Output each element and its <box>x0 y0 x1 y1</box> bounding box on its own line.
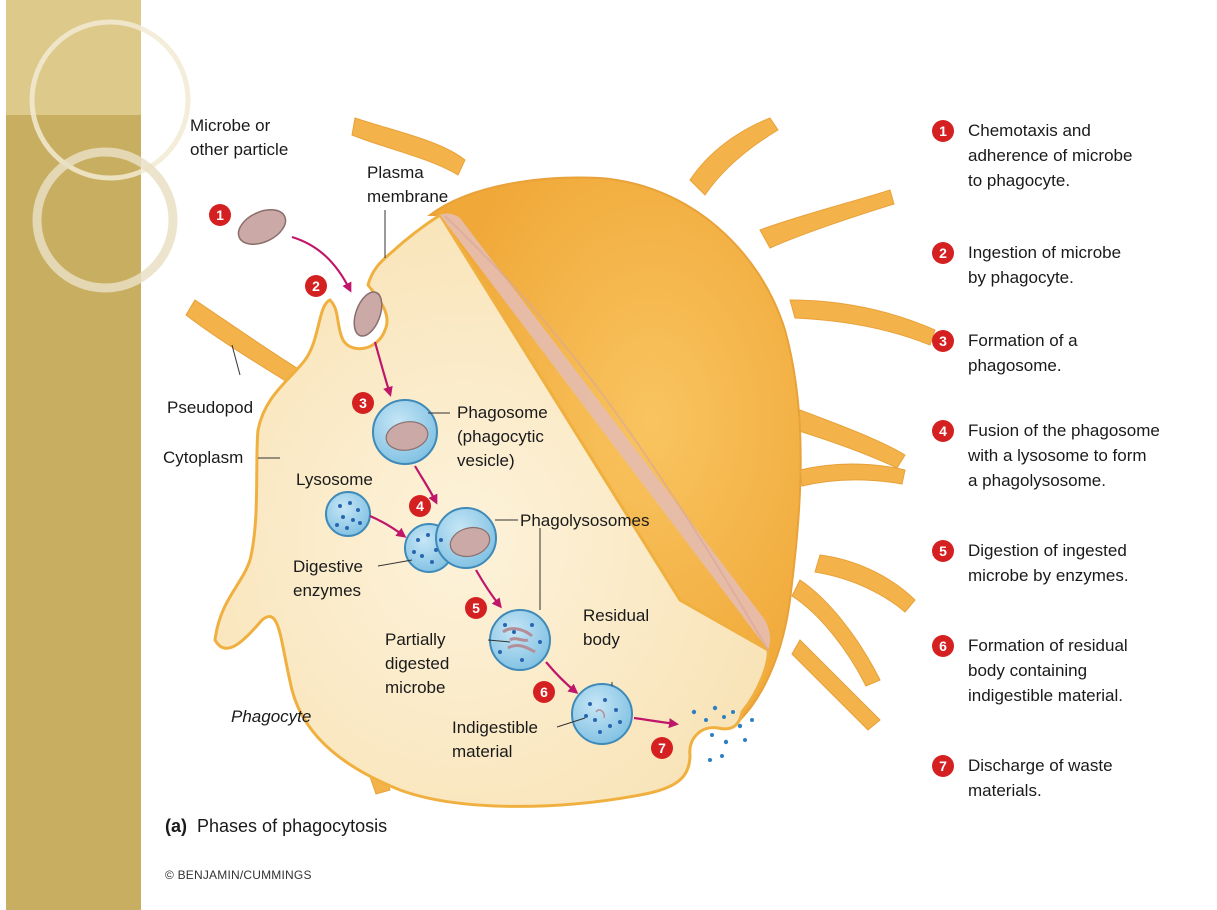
marker-3: 3 <box>359 395 367 411</box>
residual-body <box>572 684 632 744</box>
marker-6: 6 <box>540 684 548 700</box>
microbe-particle <box>233 203 291 251</box>
step-description: Fusion of the phagosome with a lysosome … <box>968 418 1200 493</box>
step-description: Chemotaxis and adherence of microbe to p… <box>968 118 1200 193</box>
caption-prefix: (a) <box>165 816 187 836</box>
step-description: Discharge of waste materials. <box>968 753 1200 803</box>
label-cytoplasm: Cytoplasm <box>163 448 243 467</box>
step-number-badge: 4 <box>932 420 954 442</box>
step-description: Formation of residual body containing in… <box>968 633 1200 708</box>
step-number-badge: 2 <box>932 242 954 264</box>
marker-4: 4 <box>416 498 424 514</box>
caption-text: Phases of phagocytosis <box>197 816 387 836</box>
marker-5: 5 <box>472 600 480 616</box>
decorative-rings <box>32 22 188 288</box>
step-number-badge: 3 <box>932 330 954 352</box>
label-phagocyte: Phagocyte <box>231 707 311 726</box>
step-description: Formation of a phagosome. <box>968 328 1200 378</box>
marker-2: 2 <box>312 278 320 294</box>
step-description: Ingestion of microbe by phagocyte. <box>968 240 1200 290</box>
phagosome <box>373 400 437 464</box>
step-number-badge: 6 <box>932 635 954 657</box>
step-number-badge: 5 <box>932 540 954 562</box>
copyright-notice: © BENJAMIN/CUMMINGS <box>165 868 312 882</box>
figure-caption: (a) Phases of phagocytosis <box>165 816 387 837</box>
label-phagolysosomes: Phagolysosomes <box>520 511 649 530</box>
step-number-badge: 1 <box>932 120 954 142</box>
digesting-phagolysosome <box>490 610 550 670</box>
label-lysosome: Lysosome <box>296 470 373 489</box>
marker-1: 1 <box>216 207 224 223</box>
step-description: Digestion of ingested microbe by enzymes… <box>968 538 1200 588</box>
step-number-badge: 7 <box>932 755 954 777</box>
label-pseudopod: Pseudopod <box>167 398 253 417</box>
marker-7: 7 <box>658 740 666 756</box>
lysosome <box>326 492 370 536</box>
